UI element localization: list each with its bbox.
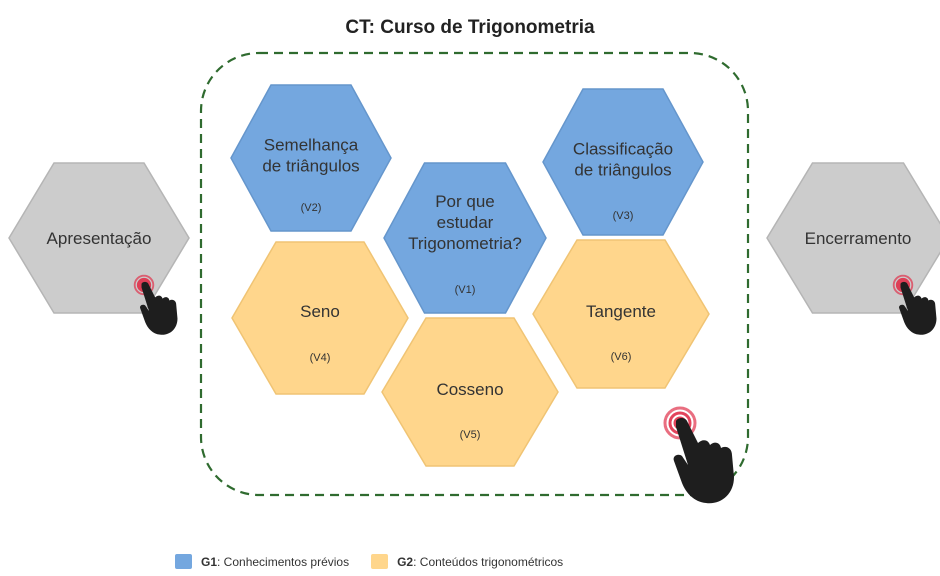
content-group-border	[199, 51, 750, 497]
legend-g2-label: G2	[397, 554, 414, 569]
hand-pointer-shape	[899, 281, 937, 335]
hexagon-code: (V2)	[301, 202, 322, 214]
hexagon-label: Trigonometria?	[408, 234, 522, 253]
hexagon-classificacao[interactable]: Classificação de triângulos (V3)	[542, 88, 704, 236]
click-hand-icon	[133, 274, 178, 335]
hexagon-label: Apresentação	[47, 229, 152, 248]
legend-g1-label: G1	[201, 554, 218, 569]
hexagon-label: de triângulos	[574, 161, 671, 180]
click-hand-icon	[663, 406, 734, 504]
hexagon-shape	[381, 317, 559, 467]
hexagon-code: (V5)	[460, 429, 481, 441]
hexagon-semelhanca[interactable]: Semelhança de triângulos (V2)	[230, 84, 392, 232]
hexagon-code: (V6)	[611, 351, 632, 363]
diagram-title: CT: Curso de Trigonometria	[345, 17, 595, 38]
hexagon-label: Cosseno	[436, 380, 503, 399]
click-hand-icon	[892, 274, 937, 335]
hexagon-code: (V4)	[310, 352, 331, 364]
hexagon-label: Semelhança	[264, 136, 359, 155]
hexagon-shape	[532, 239, 710, 389]
hexagon-shape	[542, 88, 704, 236]
hexagon-seno[interactable]: Seno (V4)	[231, 241, 409, 395]
hexagon-label: de triângulos	[262, 157, 359, 176]
legend-g2-text: : Conteúdos trigonométricos	[413, 554, 564, 569]
hexagon-code: (V3)	[613, 210, 634, 222]
hexagon-shape	[383, 162, 547, 314]
hand-pointer-shape	[673, 418, 734, 504]
hexagon-encerramento[interactable]: Encerramento	[766, 162, 940, 314]
hexagon-label: Seno	[300, 302, 340, 321]
legend-item-g2: G2: Conteúdos trigonométricos	[371, 554, 563, 569]
hexagon-label: Por que	[435, 192, 495, 211]
legend-g1-text: : Conhecimentos prévios	[217, 554, 350, 569]
hexagon-label: Classificação	[573, 140, 673, 159]
legend-swatch-g2	[371, 554, 389, 569]
hexagon-tangente[interactable]: Tangente (V6)	[532, 239, 710, 389]
hexagon-apresentacao[interactable]: Apresentação	[8, 162, 190, 314]
hexagon-label: Tangente	[586, 302, 656, 321]
hexagon-label: estudar	[437, 213, 494, 232]
hexagon-shape	[230, 84, 392, 232]
hexagon-shape	[231, 241, 409, 395]
hand-pointer-shape	[140, 281, 178, 335]
legend-swatch-g1	[175, 554, 192, 569]
hexagon-cosseno[interactable]: Cosseno (V5)	[381, 317, 559, 467]
hexagon-shape	[766, 162, 940, 314]
legend: G1: Conhecimentos prévios G2: Conteúdos …	[175, 554, 585, 569]
hexagon-code: (V1)	[455, 284, 476, 296]
hexagon-label: Encerramento	[805, 229, 912, 248]
legend-item-g1: G1: Conhecimentos prévios	[175, 554, 349, 569]
